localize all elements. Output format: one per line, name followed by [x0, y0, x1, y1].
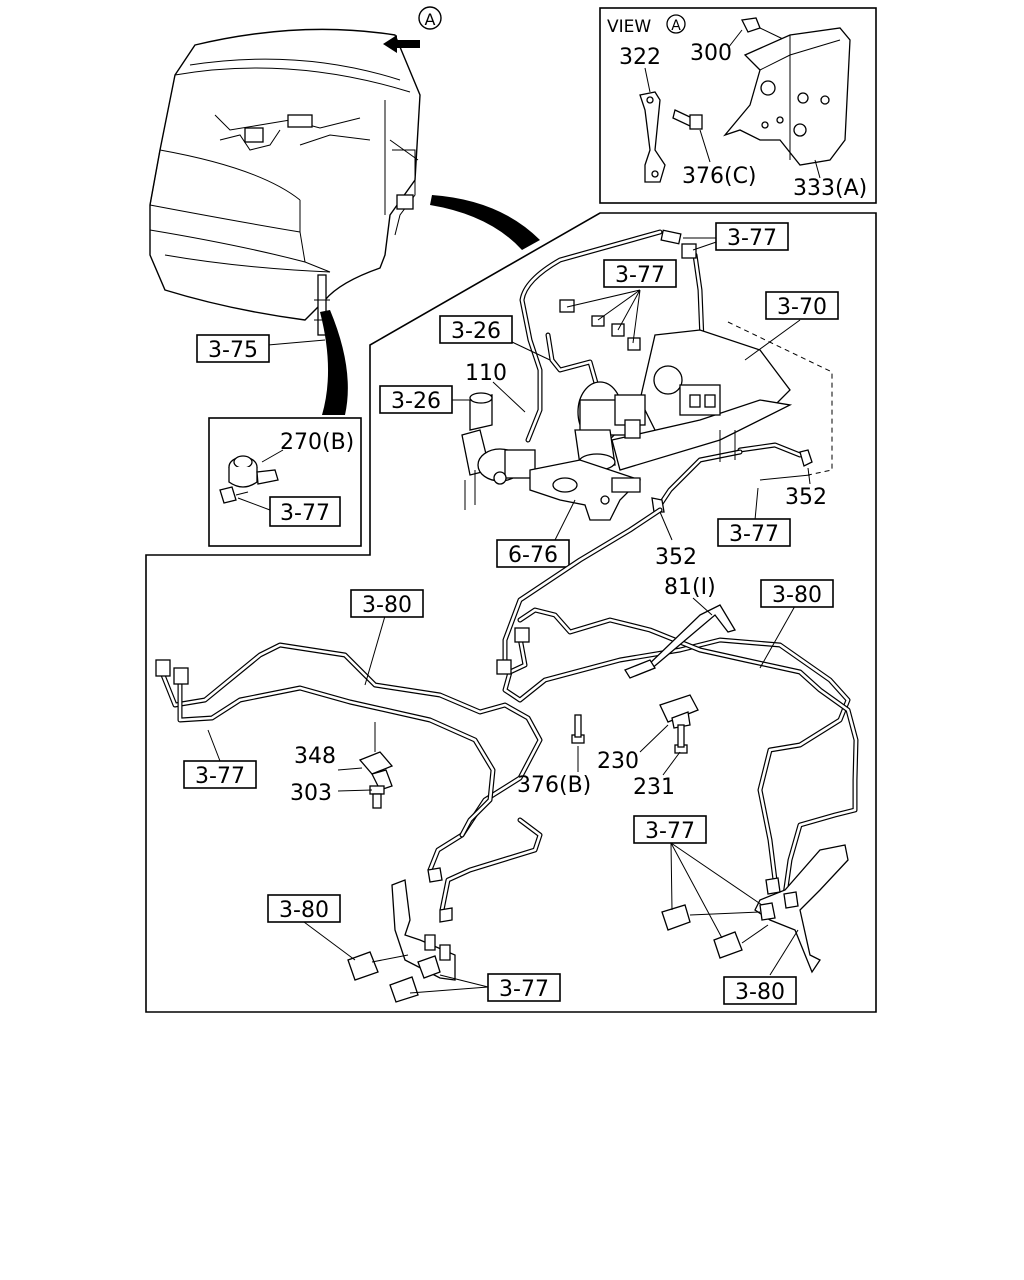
ref-3-80-bottom-right: 3-80 [735, 980, 785, 1005]
ref-3-80-left: 3-80 [362, 593, 412, 618]
ref-3-80-right: 3-80 [772, 583, 822, 608]
callout-231: 231 [633, 775, 675, 800]
view-title: VIEW [607, 17, 651, 37]
ref-3-26-upper: 3-26 [451, 319, 501, 344]
callout-376b: 376(B) [517, 773, 591, 798]
callout-333a: 333(A) [793, 176, 867, 201]
leader-arrow-to-main [430, 195, 540, 250]
ref-3-77-left: 3-77 [195, 764, 245, 789]
callout-230: 230 [597, 749, 639, 774]
view-title-circle: A [671, 18, 681, 34]
truck-cab-drawing [149, 28, 421, 336]
ref-3-77-right: 3-77 [729, 522, 779, 547]
ref-3-80-bottom-left: 3-80 [279, 898, 329, 923]
ref-3-26-lower: 3-26 [391, 389, 441, 414]
callout-352-left: 352 [655, 545, 697, 570]
view-a-arrow: A [383, 6, 442, 53]
callout-348: 348 [294, 744, 336, 769]
ref-3-77-top: 3-77 [727, 226, 777, 251]
callout-81i: 81(I) [664, 575, 716, 600]
ref-3-75: 3-75 [208, 338, 258, 363]
ref-3-77-fittings: 3-77 [615, 263, 665, 288]
ref-6-76: 6-76 [508, 543, 558, 568]
callout-270b: 270(B) [280, 430, 354, 455]
detail-270b-panel: 270(B) 3-77 [208, 417, 362, 547]
ref-3-70: 3-70 [777, 295, 827, 320]
lower-leaders [207, 597, 799, 994]
ref-3-77-center: 3-77 [645, 819, 695, 844]
view-marker-label: A [425, 10, 436, 29]
leader-arrow-to-detail [320, 310, 348, 415]
pipe-network [155, 507, 859, 1003]
main-frame [145, 212, 877, 1013]
view-a-panel: VIEW A 322 300 376(C) 333(A) [599, 7, 877, 204]
callout-352-right: 352 [785, 485, 827, 510]
callout-376c: 376(C) [682, 164, 757, 189]
callout-303: 303 [290, 781, 332, 806]
ref-3-77-bottom: 3-77 [499, 977, 549, 1002]
ref-3-77-detail: 3-77 [280, 501, 330, 526]
callout-322: 322 [619, 45, 661, 70]
callout-110: 110 [465, 361, 507, 386]
callout-300: 300 [690, 41, 732, 66]
heater-valve-assembly [461, 229, 833, 521]
